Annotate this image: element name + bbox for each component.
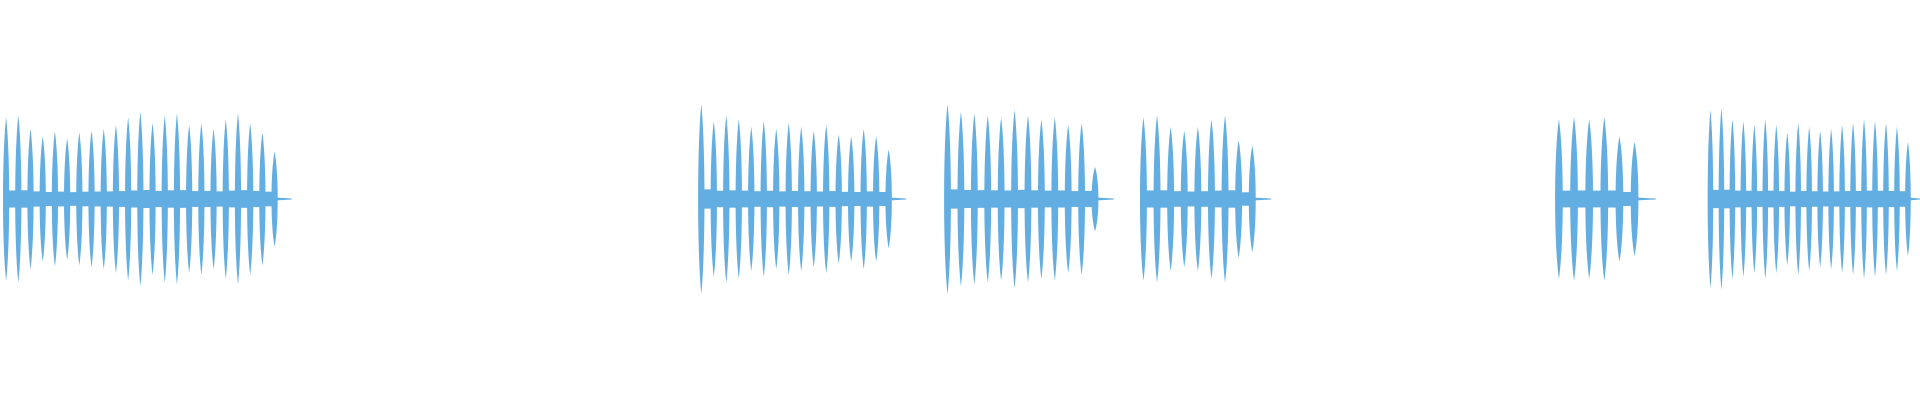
waveform-tail [1907,197,1920,201]
waveform-segments [2,104,1920,294]
waveform-body [1754,191,1766,207]
waveform-segment [1707,107,1920,291]
waveform-tail [888,197,907,201]
waveform-segment [1555,117,1656,281]
waveform-body [1798,190,1810,208]
waveform-peak [1037,119,1045,279]
waveform-body [1853,190,1865,208]
waveform-segment [1139,115,1272,283]
waveform-segment [698,104,907,294]
waveform-body [1842,191,1854,207]
waveform-body [1831,191,1843,207]
waveform-body [1885,190,1897,208]
waveform-tail [274,197,292,201]
waveform-body [1809,191,1821,207]
waveform-tail [1634,197,1656,201]
waveform-body [1776,191,1788,207]
waveform-body [1743,190,1755,208]
waveform-body [1896,191,1908,207]
waveform-body [1721,189,1733,209]
waveform-peak [997,117,1005,281]
waveform-body [1710,189,1722,209]
waveform-body [1864,190,1876,208]
waveform-tail [1095,197,1114,201]
waveform-body [1732,190,1744,208]
waveform-body [1820,191,1832,207]
waveform-segment [944,104,1114,294]
waveform-peak [259,132,266,266]
waveform-tail [1252,197,1272,201]
waveform-body [1875,190,1886,208]
waveform-body [1765,190,1777,208]
waveform-body [1787,191,1799,207]
waveform-peak [984,115,992,283]
waveform-segment [2,111,292,287]
